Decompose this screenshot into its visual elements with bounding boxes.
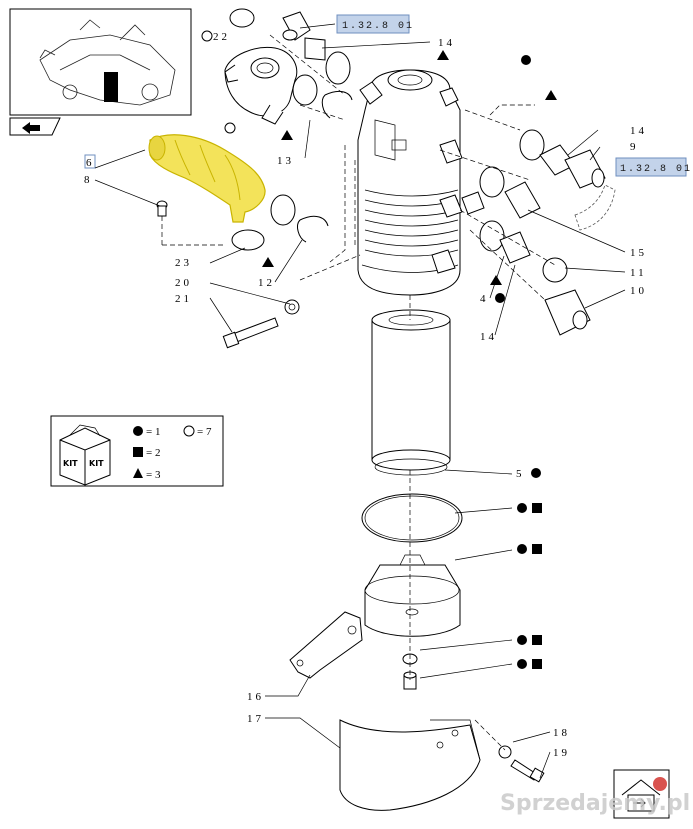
- watermark-badge-icon: [653, 777, 667, 791]
- assembly-guide-lines: [162, 34, 556, 751]
- part-6-elbow-highlighted[interactable]: [148, 134, 266, 223]
- part-small-fitting-right[interactable]: [461, 191, 485, 215]
- part-21-bolt[interactable]: [222, 317, 279, 349]
- callout-6-box: [84, 154, 96, 169]
- part-13-snap-ring[interactable]: [321, 90, 353, 119]
- reference-link-top-text: 1.32.8 01: [342, 21, 414, 32]
- legend-triangle-value: = 3: [146, 469, 161, 481]
- part-8-bolt[interactable]: [156, 200, 168, 245]
- part-14-sleeve-top[interactable]: [304, 37, 326, 61]
- part-22-o-ring-ref[interactable]: [229, 8, 255, 28]
- callout-22[interactable]: 22: [213, 31, 230, 43]
- part-filter-bowl[interactable]: [364, 554, 461, 637]
- callout-16[interactable]: 16: [247, 691, 264, 703]
- part-19-bolt[interactable]: [510, 759, 545, 783]
- legend-triangle-icon: [133, 468, 143, 478]
- callout-14-top[interactable]: 14: [438, 37, 455, 49]
- callout-23[interactable]: 23: [175, 257, 192, 269]
- callout-9[interactable]: 9: [630, 141, 639, 153]
- legend-open-circle-icon: [183, 425, 195, 437]
- legend-filled-circle-icon: [133, 426, 143, 436]
- part-17-guard[interactable]: [339, 719, 481, 811]
- part-o-ring-right-b[interactable]: [479, 166, 505, 198]
- legend-square-icon: [133, 447, 143, 457]
- part-filter-housing-main[interactable]: [357, 69, 463, 296]
- part-o-ring-right-c[interactable]: [479, 220, 505, 252]
- legend-open-circle-marker-13: [224, 122, 236, 134]
- kit-label-right: KIT: [89, 459, 104, 468]
- part-12-snap-ring[interactable]: [297, 215, 329, 243]
- watermark-text: Sprzedajemy.pl: [500, 791, 690, 816]
- legend-open-circle-value: = 7: [197, 426, 212, 438]
- part-pipe-dashed-reference: [574, 184, 616, 231]
- callout-13[interactable]: 13: [277, 155, 294, 167]
- part-15-sleeve[interactable]: [504, 181, 541, 219]
- legend-square-value: = 2: [146, 447, 160, 459]
- callout-17[interactable]: 17: [247, 713, 264, 725]
- legend-open-circle-marker-22: [201, 30, 213, 42]
- callout-11[interactable]: 11: [630, 267, 647, 279]
- part-4-fitting[interactable]: [499, 231, 531, 264]
- part-23-o-ring[interactable]: [231, 229, 265, 251]
- part-18-washer[interactable]: [498, 745, 512, 759]
- part-o-ring-upper-mid[interactable]: [292, 74, 318, 106]
- home-icon[interactable]: [613, 769, 670, 819]
- callout-14-lower[interactable]: 14: [480, 331, 497, 343]
- callout-15[interactable]: 15: [630, 247, 647, 259]
- navigate-back-icon[interactable]: [9, 117, 61, 136]
- callout-21[interactable]: 21: [175, 293, 192, 305]
- part-o-ring-left-lower[interactable]: [270, 194, 296, 226]
- callout-20[interactable]: 20: [175, 277, 192, 289]
- callout-10[interactable]: 10: [630, 285, 647, 297]
- kit-label-left: KIT: [63, 459, 78, 468]
- callout-4[interactable]: 4: [480, 293, 489, 305]
- kit-box-icon: KIT KIT: [59, 424, 111, 486]
- tractor-overview-thumbnail[interactable]: [9, 8, 192, 116]
- part-fitting-upper[interactable]: [224, 46, 298, 125]
- callout-12[interactable]: 12: [258, 277, 275, 289]
- part-large-o-ring[interactable]: [361, 493, 463, 543]
- reference-link-right-text: 1.32.8 01: [620, 164, 692, 175]
- callout-6[interactable]: 6: [86, 157, 95, 169]
- legend-filled-circle-value: = 1: [146, 426, 160, 438]
- part-16-bracket[interactable]: [289, 611, 363, 679]
- callout-leader-lines: [94, 23, 626, 779]
- callout-markers: [262, 50, 557, 669]
- part-20-washer[interactable]: [284, 299, 300, 315]
- part-5-filter-element[interactable]: [371, 309, 451, 476]
- callout-14-right[interactable]: 14: [630, 125, 647, 137]
- part-o-ring-right-a[interactable]: [519, 129, 545, 161]
- callout-8[interactable]: 8: [84, 174, 93, 186]
- reference-link-right[interactable]: 1.32.8 01: [615, 157, 692, 177]
- callout-5[interactable]: 5: [516, 468, 525, 480]
- part-14-o-ring-top[interactable]: [325, 51, 351, 85]
- kit-legend: KIT KIT = 1 = 7 = 2 = 3: [50, 415, 224, 487]
- part-fitting-nipple-top[interactable]: [282, 11, 311, 41]
- part-11-plug[interactable]: [542, 257, 568, 283]
- callout-19[interactable]: 19: [553, 747, 570, 759]
- thumbnail-highlight-marker: [104, 72, 118, 102]
- reference-link-top[interactable]: 1.32.8 01: [336, 14, 414, 34]
- callout-18[interactable]: 18: [553, 727, 570, 739]
